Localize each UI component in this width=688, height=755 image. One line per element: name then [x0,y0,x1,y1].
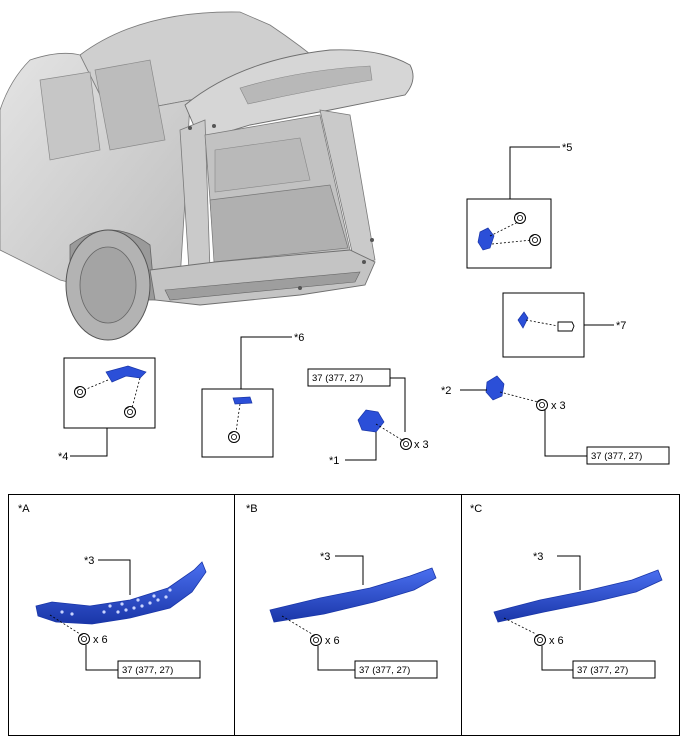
bracket-part-2 [485,375,505,401]
bracket-part-1 [357,409,385,433]
reinforcement-type-b [269,567,437,623]
inset-6: *6 [201,332,304,458]
inset-7: *7 [502,292,626,358]
panel-c: *C *3 x 6 37 (377, 27) [470,503,663,679]
quantity-2: x 3 [551,400,566,412]
variant-panels: *A *3 x 6 37 (377, 27) *B *3 [8,494,680,736]
torque-spec-a: 37 (377, 27) [122,665,173,676]
reinforcement-type-a [35,561,207,625]
torque-spec-2: 37 (377, 27) [591,451,642,462]
quantity-c: x 6 [549,635,564,647]
panel-label-b: *B [246,503,258,515]
panel-a: *A *3 x 6 37 (377, 27) [18,503,207,679]
inset-5: *5 [466,142,572,269]
clip-part-7 [517,311,529,329]
vehicle-rear-illustration [0,11,414,341]
torque-spec-1: 37 (377, 27) [312,373,363,384]
callout-4: *4 [58,451,68,463]
callout-2: *2 [441,385,451,397]
quantity-1: x 3 [414,439,429,451]
quantity-b: x 6 [325,635,340,647]
torque-spec-c: 37 (377, 27) [577,665,628,676]
callout-5: *5 [562,142,572,154]
part-2-group: *2 x 3 37 (377, 27) [441,375,670,465]
callout-3b: *3 [320,551,330,563]
callout-3c: *3 [533,551,543,563]
part-1-group: 37 (377, 27) x 3 *1 [307,368,429,467]
callout-7: *7 [616,320,626,332]
bracket-part-5 [477,227,495,251]
panel-label-c: *C [470,503,482,515]
quantity-a: x 6 [93,634,108,646]
panel-b: *B *3 x 6 37 (377, 27) [246,503,438,679]
clip-part-6 [232,396,253,405]
inset-4: *4 [58,357,156,463]
callout-3a: *3 [84,555,94,567]
reinforcement-type-c [493,569,663,623]
callout-6: *6 [294,332,304,344]
callout-1: *1 [329,455,339,467]
panel-label-a: *A [18,503,30,515]
torque-spec-b: 37 (377, 27) [359,665,410,676]
